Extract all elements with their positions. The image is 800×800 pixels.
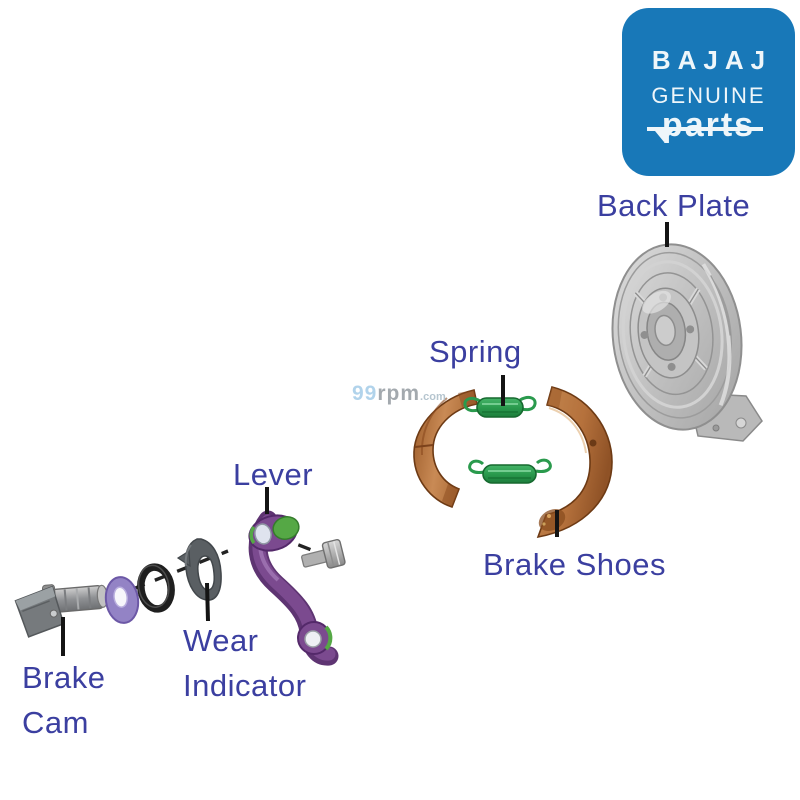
brake-shoes-label: Brake Shoes <box>483 547 666 582</box>
spring-label: Spring <box>429 334 522 369</box>
cam-washer-illustration <box>104 576 140 624</box>
watermark-99rpm: 99rpm.com <box>352 383 446 408</box>
logo-brand-text: BAJAJ <box>651 45 773 75</box>
watermark-suffix: .com <box>420 391 446 403</box>
o-ring-illustration <box>137 563 175 613</box>
logo-underline <box>647 127 763 142</box>
wear-indicator-illustration <box>176 538 222 601</box>
wear-indicator-label: Wear Indicator <box>183 623 307 703</box>
wear-indicator-leader-line <box>205 582 210 622</box>
back-plate-illustration <box>611 243 763 442</box>
brake-cam-label: Brake Cam <box>22 660 106 740</box>
brake-cam-illustration <box>14 584 109 638</box>
back-plate-label: Back Plate <box>597 188 751 223</box>
brake-shoe-left-illustration <box>413 389 478 509</box>
lever-label: Lever <box>233 457 314 492</box>
logo-genuine-text: GENUINE <box>651 83 766 108</box>
bajaj-genuine-parts-logo: BAJAJ GENUINE parts <box>622 8 795 176</box>
logo-down-arrow-icon <box>655 131 673 142</box>
spring-bottom-illustration <box>468 458 552 484</box>
spring-top-illustration <box>463 395 537 418</box>
lever-bolt-illustration <box>301 538 346 569</box>
watermark-prefix: 99 <box>352 382 378 405</box>
watermark-name: rpm <box>377 382 421 405</box>
logo-parts-text: parts <box>661 106 756 144</box>
lever-illustration <box>248 510 339 666</box>
label-leader-lines <box>61 222 669 656</box>
